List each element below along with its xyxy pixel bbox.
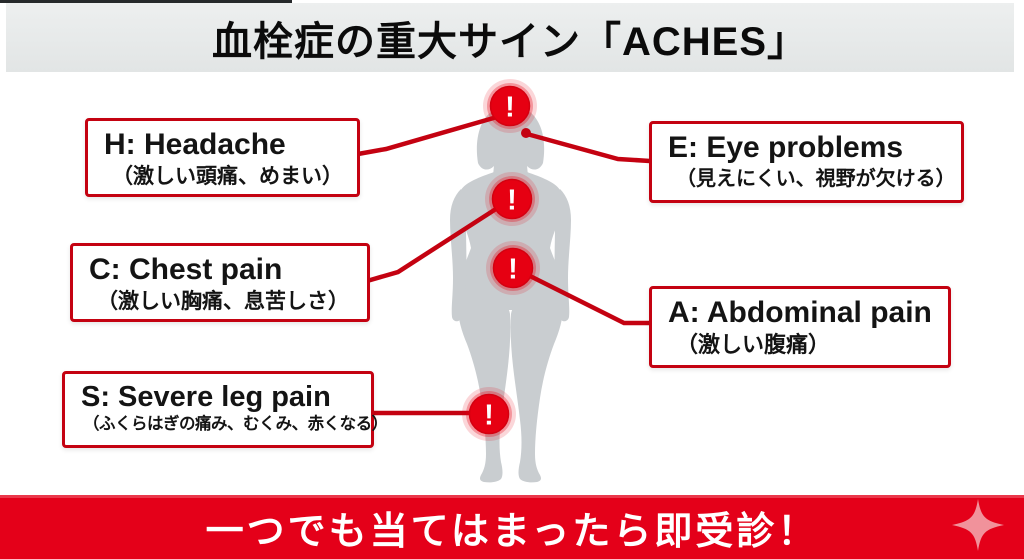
warning-icon <box>468 393 510 435</box>
body-arm-left <box>450 189 467 322</box>
top-accent-strip <box>0 0 292 3</box>
banner-text: 一つでも当てはまったら即受診！ <box>205 510 819 553</box>
warning-icon <box>492 247 534 289</box>
label-title: S: Severe leg pain <box>81 381 331 413</box>
label-box-leg: S: Severe leg pain （ふくらはぎの痛み、むくみ、赤くなる） <box>62 371 388 448</box>
label-box-chest: C: Chest pain （激しい胸痛、息苦しさ） <box>70 243 370 322</box>
label-subtitle: （ふくらはぎの痛み、むくみ、赤くなる） <box>83 415 388 434</box>
label-title: H: Headache <box>104 128 286 161</box>
label-box-eye: E: Eye problems （見えにくい、視野が欠ける） <box>649 121 964 203</box>
eye-anchor-dot <box>521 128 531 138</box>
sparkle-shape <box>952 499 1004 551</box>
warning-icon <box>489 85 531 127</box>
body-leg-right <box>510 299 564 483</box>
label-subtitle: （激しい頭痛、めまい） <box>112 164 343 188</box>
body-torso <box>456 172 565 310</box>
warning-marker-chest: ! <box>485 172 539 226</box>
label-title: C: Chest pain <box>89 253 283 286</box>
exclamation-glyph: ! <box>505 92 515 124</box>
header-bar: 血栓症の重大サイン「ACHES」 <box>6 3 1014 72</box>
connector-chest <box>366 205 501 284</box>
warning-markers: ! ! ! ! <box>462 79 540 441</box>
label-subtitle: （激しい腹痛） <box>676 331 831 357</box>
body-leg-left <box>457 299 511 483</box>
warning-marker-head: ! <box>483 79 537 133</box>
exclamation-glyph: ! <box>484 400 494 432</box>
connector-lines <box>357 114 651 416</box>
label-box-abdominal: A: Abdominal pain （激しい腹痛） <box>649 286 951 368</box>
label-box-headache: H: Headache （激しい頭痛、めまい） <box>85 118 360 197</box>
label-title: A: Abdominal pain <box>668 296 932 329</box>
body-silhouette <box>450 104 571 483</box>
page-title: 血栓症の重大サイン「ACHES」 <box>211 19 809 64</box>
exclamation-glyph: ! <box>508 254 518 286</box>
label-subtitle: （激しい胸痛、息苦しさ） <box>97 289 349 313</box>
sparkle-icon <box>952 499 1004 551</box>
connector-abdominal <box>526 272 650 326</box>
body-hair <box>476 104 545 170</box>
bottom-banner: 一つでも当てはまったら即受診！ <box>0 495 1024 559</box>
warning-icon <box>491 178 533 220</box>
label-title: E: Eye problems <box>668 131 904 164</box>
connector-headache <box>357 114 498 157</box>
warning-marker-abdomen: ! <box>486 241 540 295</box>
label-subtitle: （見えにくい、視野が欠ける） <box>676 167 956 190</box>
exclamation-glyph: ! <box>507 185 517 217</box>
warning-marker-leg: ! <box>462 387 516 441</box>
connector-eye <box>526 131 651 164</box>
